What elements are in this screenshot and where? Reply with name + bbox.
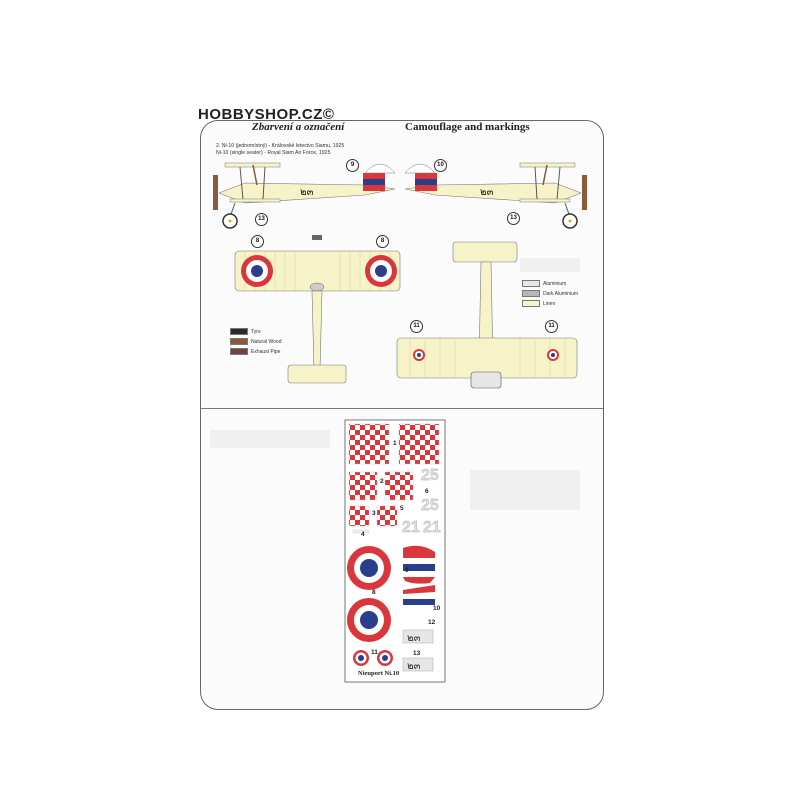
callout-11: 11 bbox=[545, 320, 558, 333]
swatch bbox=[230, 338, 248, 345]
callout-10: 10 bbox=[434, 159, 447, 172]
decal-checker bbox=[348, 423, 390, 465]
legend-label: Tyre bbox=[251, 328, 261, 335]
decal-roundel-small bbox=[377, 650, 393, 666]
callout-13: 13 bbox=[507, 212, 520, 225]
decal-number-21: 21 bbox=[423, 519, 441, 536]
legend-item: Exhaust Pipe bbox=[230, 348, 280, 355]
decal-roundel-small bbox=[353, 650, 369, 666]
top-view bbox=[234, 235, 401, 384]
legend-label: Aluminium bbox=[543, 280, 567, 287]
legend-item: Linen bbox=[522, 300, 555, 307]
decal-roundel-large bbox=[347, 546, 391, 590]
callout-13: 13 bbox=[255, 213, 268, 226]
decal-roundel-large bbox=[347, 598, 391, 642]
decal-number-21: 21 bbox=[402, 519, 420, 536]
decal-label-11: 11 bbox=[371, 649, 378, 656]
legend-item: Natural Wood bbox=[230, 338, 281, 345]
callout-8: 8 bbox=[251, 235, 264, 248]
decal-checker bbox=[348, 471, 378, 501]
decal-label-9: 9 bbox=[405, 567, 409, 574]
legend-label: Exhaust Pipe bbox=[251, 348, 281, 355]
page-divider bbox=[200, 408, 604, 409]
decal-number-25: 25 bbox=[421, 497, 439, 514]
decal-rudder-stripes bbox=[403, 585, 435, 609]
ghost-texture bbox=[470, 470, 580, 510]
side-view-left: ๒๓ bbox=[213, 162, 396, 229]
decal-label-1: 1 bbox=[393, 440, 397, 447]
decal-rudder-stripes bbox=[403, 545, 435, 584]
decal-checker bbox=[376, 505, 398, 527]
decal-white-stripe bbox=[352, 529, 370, 534]
decal-sheet-caption: Nieuport Ni.10 bbox=[358, 670, 400, 677]
decal-label-4: 4 bbox=[361, 531, 365, 538]
decal-label-5: 5 bbox=[400, 505, 404, 512]
swatch bbox=[230, 328, 248, 335]
callout-9: 9 bbox=[346, 159, 359, 172]
fuselage-code: ๒๓ bbox=[300, 187, 314, 198]
decal-number-25: 25 bbox=[421, 467, 439, 484]
bottom-view bbox=[396, 241, 578, 389]
aircraft-line-czech: 2. Ni-10 (jednomístný) - Královské letec… bbox=[216, 143, 345, 149]
legend-label: Linen bbox=[543, 300, 556, 307]
fuselage-code: ๒๓ bbox=[480, 187, 494, 198]
decal-label-6: 6 bbox=[425, 488, 429, 495]
decal-label-3: 3 bbox=[372, 510, 376, 517]
decal-label-2: 2 bbox=[380, 478, 384, 485]
swatch bbox=[522, 280, 540, 287]
decal-checker bbox=[348, 505, 370, 527]
ghost-texture bbox=[520, 258, 580, 272]
hobbyshop-watermark: HOBBYSHOP.CZ© bbox=[198, 106, 335, 123]
swatch bbox=[522, 300, 540, 307]
decal-code-box bbox=[402, 629, 434, 644]
legend-item: Dark Aluminium bbox=[522, 290, 578, 297]
decal-checker bbox=[384, 471, 414, 501]
aircraft-line-english: Ni-10 (single seater) - Royal Siam Air F… bbox=[216, 150, 331, 156]
callout-11: 11 bbox=[410, 320, 423, 333]
title-czech: Zbarvení a označení bbox=[252, 121, 345, 133]
legend-label: Dark Aluminium bbox=[543, 290, 579, 297]
decal-checker bbox=[398, 423, 440, 465]
decal-code-box bbox=[402, 657, 434, 672]
legend-item: Tyre bbox=[230, 328, 261, 335]
decal-label-12: 12 bbox=[428, 619, 436, 626]
legend-label: Natural Wood bbox=[251, 338, 282, 345]
decal-fuselage-code: ๒๓ bbox=[407, 661, 421, 672]
decal-label-10: 10 bbox=[433, 605, 441, 612]
decal-fuselage-code: ๒๓ bbox=[407, 633, 421, 644]
decal-label-8: 8 bbox=[372, 589, 376, 596]
legend-item: Aluminium bbox=[522, 280, 566, 287]
callout-8: 8 bbox=[376, 235, 389, 248]
title-english: Camouflage and markings bbox=[405, 121, 530, 133]
decal-sheet: 25 25 21 21 ๒๓ ๒๓ bbox=[344, 419, 446, 683]
swatch bbox=[230, 348, 248, 355]
decal-label-13: 13 bbox=[413, 650, 421, 657]
side-view-right: ๒๓ bbox=[404, 162, 587, 229]
ghost-texture bbox=[210, 430, 330, 448]
swatch bbox=[522, 290, 540, 297]
